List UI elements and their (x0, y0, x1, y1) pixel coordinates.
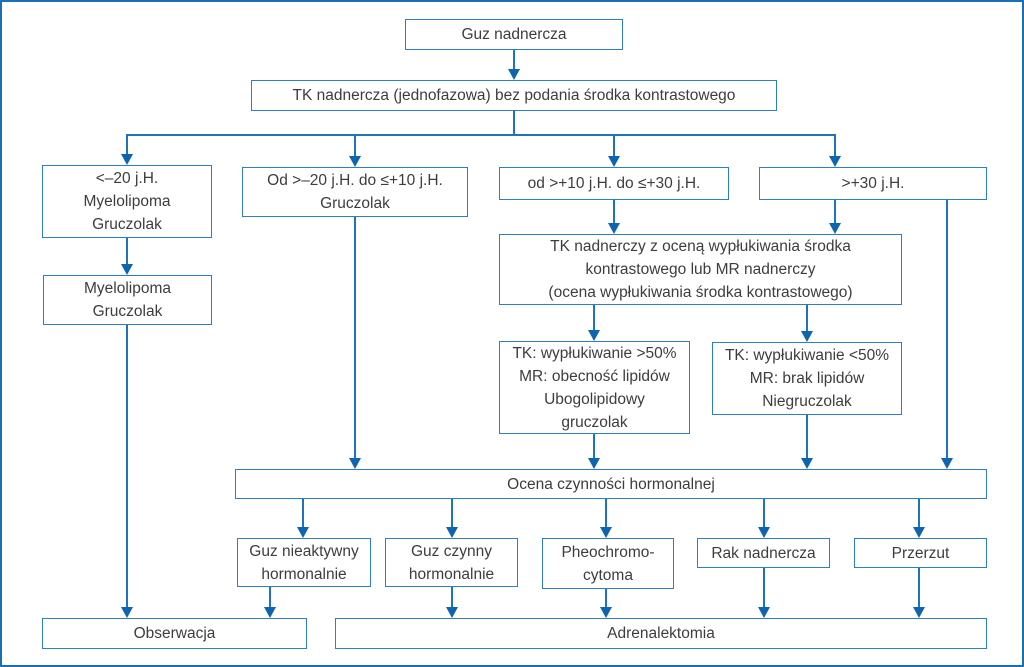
node-tk-nadnercza: TK nadnercza (jednofazowa) bez podania ś… (251, 80, 777, 111)
edge-washout-ct-to-washout-low-arrowhead-icon (801, 331, 813, 342)
node-label: Pheochromo- cytoma (561, 543, 655, 584)
edge-rail-to-hu-high-line (613, 134, 615, 156)
edge-hu-very-high-to-washout-ct-line (834, 200, 836, 223)
edge-hu-high-to-washout-ct-arrowhead-icon (608, 223, 620, 234)
node-hu-below-minus20: <–20 j.H. Myelolipoma Gruczolak (42, 165, 212, 238)
edge-washout-high-to-hormonal-line (593, 434, 595, 458)
edge-rail-to-hu-very-high-line (834, 134, 836, 156)
node-hu-minus20-to-plus10: Od >–20 j.H. do ≤+10 j.H. Gruczolak (242, 167, 468, 217)
edge-root-to-ct-line (513, 50, 515, 69)
edge-rail-to-hu-mid-arrowhead-icon (349, 156, 361, 167)
edge-przerzut-to-adrenalektomia-line (918, 568, 920, 607)
node-obserwacja: Obserwacja (42, 618, 307, 649)
edge-hu-low-to-myelolipoma-arrowhead-icon (121, 264, 133, 275)
node-label: Adrenalektomia (607, 625, 715, 642)
edge-hu-very-high-to-washout-ct-arrowhead-icon (829, 223, 841, 234)
edge-hormonal-to-nieaktywny-arrowhead-icon (297, 527, 309, 538)
edge-hormonal-to-czynny-arrowhead-icon (446, 527, 458, 538)
node-label: Rak nadnercza (711, 544, 816, 562)
node-label: TK nadnerczy z oceną wypłukiwania środka… (548, 238, 853, 301)
edge-rak-to-adrenalektomia-line (763, 568, 765, 607)
edge-hormonal-to-rak-arrowhead-icon (758, 527, 770, 538)
node-label: Guz czynny hormonalnie (408, 542, 495, 583)
edge-rak-to-adrenalektomia-arrowhead-icon (758, 607, 770, 618)
node-washout-under-50: TK: wypłukiwanie <50% MR: brak lipidów N… (712, 342, 902, 415)
edge-nieaktywny-to-obserwacja-line (269, 587, 271, 607)
node-pheochromocytoma: Pheochromo- cytoma (542, 538, 674, 589)
edge-branch-rail-line (126, 134, 836, 136)
edge-czynny-to-adrenalektomia-arrowhead-icon (446, 607, 458, 618)
edge-hu-high-to-washout-ct-line (613, 200, 615, 223)
node-guz-nieaktywny: Guz nieaktywny hormonalnie (237, 538, 371, 587)
node-label: Ocena czynności hormonalnej (507, 475, 715, 493)
edge-pheo-to-adrenalektomia-line (605, 589, 607, 607)
edge-hormonal-to-nieaktywny-line (302, 499, 304, 527)
edge-hu-mid-to-hormonal-arrowhead-icon (349, 458, 361, 469)
node-label: Guz nieaktywny hormonalnie (249, 542, 359, 583)
edge-rail-to-hu-low-line (126, 134, 128, 154)
node-tk-washout-mr: TK nadnerczy z oceną wypłukiwania środka… (499, 234, 902, 305)
node-hu-above-plus30: >+30 j.H. (759, 167, 987, 200)
node-label: Przerzut (891, 544, 950, 562)
edge-hormonal-to-pheo-arrowhead-icon (600, 527, 612, 538)
node-label: TK: wypłukiwanie >50% MR: obecność lipid… (512, 344, 677, 431)
edge-hormonal-to-czynny-line (451, 499, 453, 527)
node-ocena-hormonalna: Ocena czynności hormonalnej (235, 469, 987, 499)
node-label: Guz nadnercza (461, 26, 567, 43)
edge-root-to-ct-arrowhead-icon (508, 69, 520, 80)
edge-nieaktywny-to-obserwacja-arrowhead-icon (264, 607, 276, 618)
edge-hu-very-high-to-hormonal-line (946, 200, 948, 458)
edge-rail-to-hu-low-arrowhead-icon (121, 154, 133, 165)
edge-hormonal-to-przerzut-arrowhead-icon (913, 527, 925, 538)
node-guz-nadnercza: Guz nadnercza (405, 19, 623, 50)
node-guz-czynny: Guz czynny hormonalnie (385, 538, 518, 587)
edge-hu-low-to-myelolipoma-line (126, 238, 128, 264)
node-washout-over-50: TK: wypłukiwanie >50% MR: obecność lipid… (499, 341, 690, 434)
node-label: >+30 j.H. (841, 175, 905, 192)
edge-myelolipoma-to-obserwacja-line (126, 325, 128, 607)
edge-hormonal-to-pheo-line (605, 499, 607, 527)
edge-rail-to-hu-mid-line (354, 134, 356, 156)
edge-hormonal-to-przerzut-line (918, 499, 920, 527)
node-label: Obserwacja (133, 625, 216, 642)
node-label: <–20 j.H. Myelolipoma Gruczolak (83, 170, 171, 233)
edge-przerzut-to-adrenalektomia-arrowhead-icon (913, 607, 925, 618)
edge-czynny-to-adrenalektomia-line (451, 587, 453, 607)
node-label: Od >–20 j.H. do ≤+10 j.H. Gruczolak (267, 172, 443, 212)
edge-washout-ct-to-washout-high-arrowhead-icon (588, 330, 600, 341)
edge-hu-very-high-to-hormonal-arrowhead-icon (941, 458, 953, 469)
node-label: od >+10 j.H. do ≤+30 j.H. (527, 175, 701, 192)
node-myelolipoma-gruczolak: Myelolipoma Gruczolak (43, 275, 212, 325)
edge-rail-to-hu-very-high-arrowhead-icon (829, 156, 841, 167)
edge-hormonal-to-rak-line (763, 499, 765, 527)
edge-washout-low-to-hormonal-arrowhead-icon (801, 458, 813, 469)
edge-pheo-to-adrenalektomia-arrowhead-icon (600, 607, 612, 618)
node-przerzut: Przerzut (854, 538, 987, 568)
edge-washout-low-to-hormonal-line (806, 415, 808, 458)
node-adrenalektomia: Adrenalektomia (335, 618, 987, 649)
edge-hu-mid-to-hormonal-line (354, 217, 356, 458)
node-rak-nadnercza: Rak nadnercza (697, 538, 830, 568)
edge-ct-stem-line (513, 110, 515, 136)
node-label: Myelolipoma Gruczolak (83, 280, 171, 320)
edge-washout-high-to-hormonal-arrowhead-icon (588, 458, 600, 469)
edge-washout-ct-to-washout-low-line (806, 305, 808, 331)
edge-rail-to-hu-high-arrowhead-icon (608, 156, 620, 167)
node-label: TK: wypłukiwanie <50% MR: brak lipidów N… (724, 347, 890, 410)
edge-washout-ct-to-washout-high-line (593, 305, 595, 330)
node-hu-plus10-to-plus30: od >+10 j.H. do ≤+30 j.H. (499, 167, 729, 200)
node-label: TK nadnercza (jednofazowa) bez podania ś… (292, 87, 736, 104)
edge-myelolipoma-to-obserwacja-arrowhead-icon (121, 607, 133, 618)
